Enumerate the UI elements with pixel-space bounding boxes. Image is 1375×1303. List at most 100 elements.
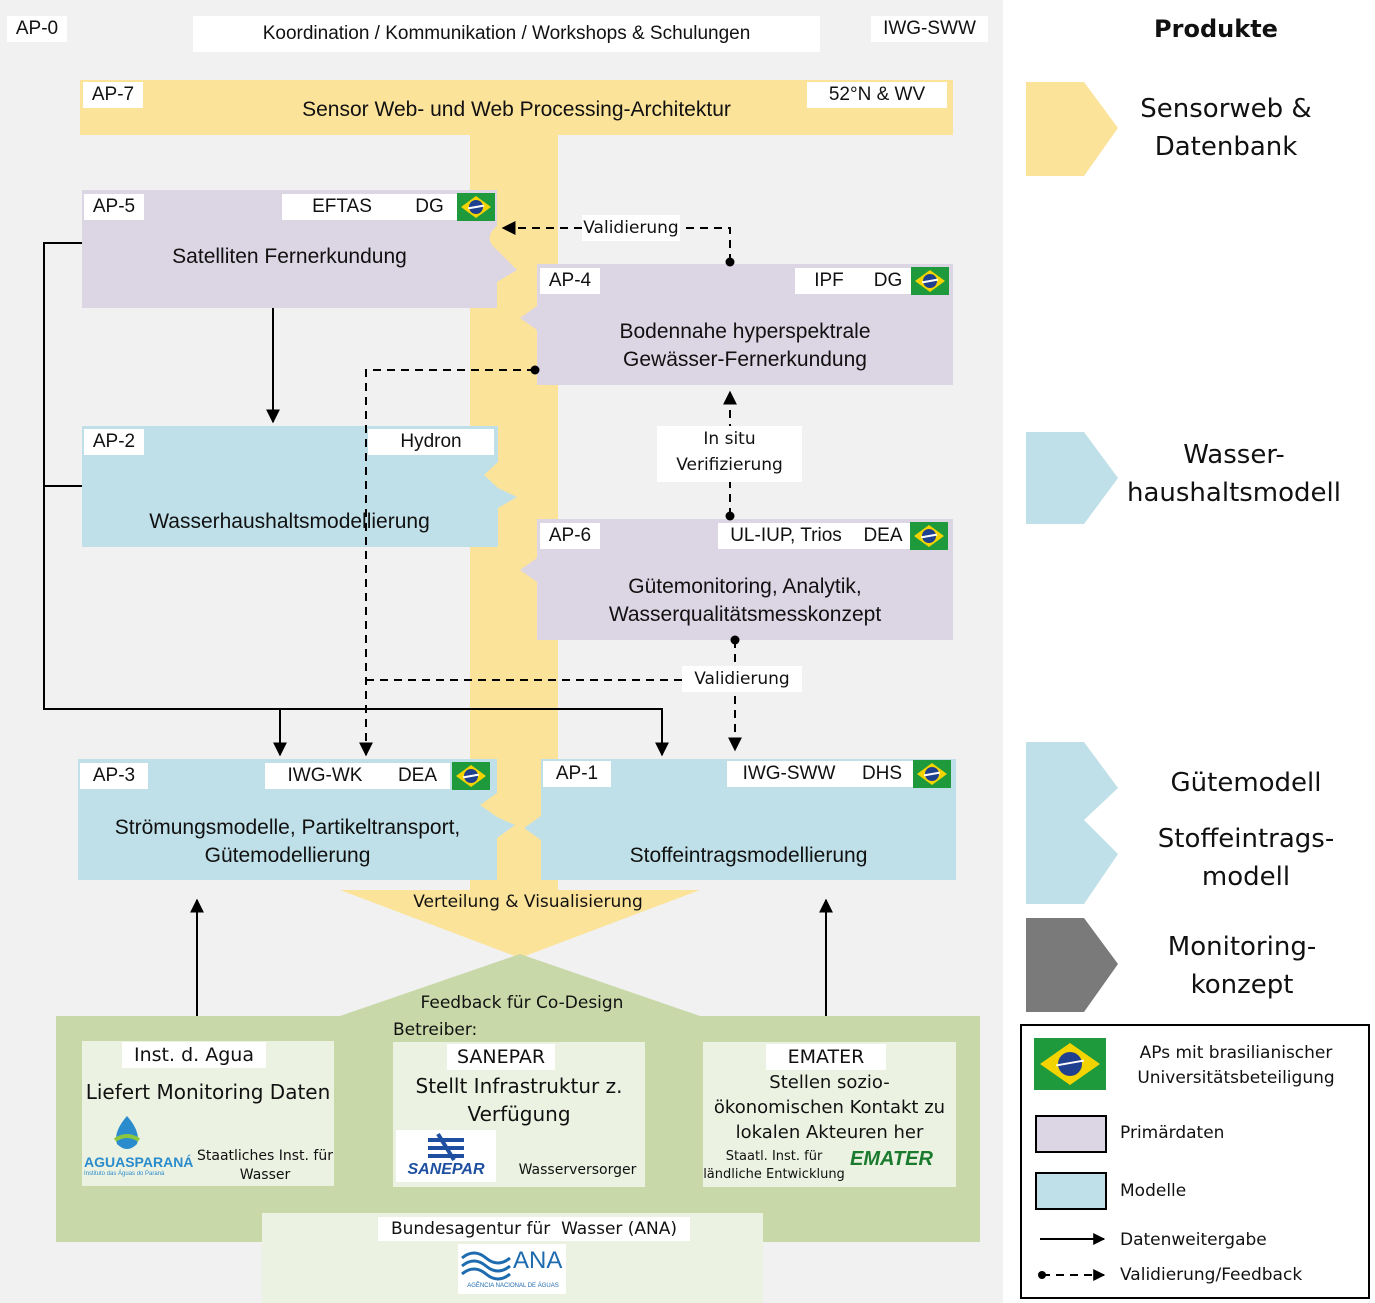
- ap3-box: [78, 759, 515, 880]
- brazil-flag-icon: [452, 762, 490, 790]
- product-sensorweb-line1: Sensorweb &: [1140, 94, 1312, 124]
- org-ana-name: Bundesagentur für Wasser (ANA): [378, 1217, 690, 1241]
- in-situ-line1: In situ: [703, 429, 756, 449]
- ap3-partner-dea: DEA: [385, 763, 450, 789]
- ap0-partner: IWG-SWW: [871, 16, 988, 42]
- product-arrow-monitoring: [1026, 918, 1118, 1012]
- ap0-id: AP-0: [7, 16, 67, 42]
- legend-models-swatch: [1035, 1172, 1107, 1210]
- legend-flag-line1: APs mit brasilianischer: [1139, 1043, 1333, 1063]
- org-emater-desc-line1: Stellen sozio-: [769, 1072, 890, 1093]
- ap1-partner-dhs: DHS: [851, 761, 913, 787]
- ap4-title-line1: Bodennahe hyperspektrale: [619, 320, 871, 343]
- validation-dots: [530, 257, 740, 645]
- org-agua-logo: AGUASPARANÁ: [84, 1154, 194, 1170]
- product-wasserhaushalt-line2: haushaltsmodell: [1127, 478, 1341, 508]
- data-flow-lines: [43, 242, 833, 1016]
- ap6-partner-ul-iup: UL-IUP, Trios: [718, 523, 854, 549]
- brazil-flag-icon: [1034, 1038, 1106, 1090]
- distribution-label: Verteilung & Visualisierung: [413, 892, 643, 912]
- ap6-title-line2: Wasserqualitätsmesskonzept: [608, 603, 882, 626]
- org-emater-name: EMATER: [766, 1044, 886, 1070]
- products-header: Produkte: [1154, 15, 1278, 43]
- ap6-box: [520, 519, 953, 640]
- legend-primary-label: Primärdaten: [1120, 1123, 1225, 1143]
- product-sensorweb-line2: Datenbank: [1154, 132, 1298, 162]
- org-ana-logo: ANA: [513, 1247, 563, 1274]
- ap5-title: Satelliten Fernerkundung: [172, 245, 407, 268]
- ap5-id: AP-5: [84, 194, 144, 220]
- product-guetemodell: Gütemodell: [1170, 768, 1322, 798]
- ap0-title: Koordination / Kommunikation / Workshops…: [193, 16, 820, 52]
- product-stoffeintrag-line1: Stoffeintrags-: [1157, 824, 1335, 854]
- org-emater-logo: EMATER: [850, 1148, 933, 1170]
- ap7-id: AP-7: [83, 82, 143, 108]
- validierung-label-top: Validierung: [582, 215, 680, 241]
- legend-validation-label: Validierung/Feedback: [1120, 1265, 1303, 1285]
- org-agua-type-line1: Staatliches Inst. für: [197, 1148, 333, 1164]
- ap1-box: [524, 759, 956, 880]
- feedback-triangle: [340, 954, 700, 1016]
- distribution-arrow: [340, 890, 700, 958]
- ap2-id: AP-2: [84, 429, 144, 455]
- operators-label: Betreiber:: [393, 1020, 478, 1040]
- in-situ-line2: Verifizierung: [676, 455, 783, 475]
- ap1-id: AP-1: [543, 761, 611, 787]
- ap7-partner: 52°N & WV: [807, 82, 947, 108]
- brazil-flag-icon: [911, 267, 949, 295]
- org-emater-type-line1: Staatl. Inst. für: [725, 1149, 823, 1164]
- in-situ-label: In situ Verifizierung: [657, 426, 802, 482]
- org-ana-logo-sub: AGÊNCIA NACIONAL DE ÁGUAS: [467, 1283, 559, 1289]
- legend-data-flow-label: Datenweitergabe: [1120, 1230, 1267, 1250]
- ap5-partner-dg: DG: [402, 194, 457, 220]
- validierung-label-mid: Validierung: [682, 666, 802, 692]
- org-agua-type-line2: Wasser: [239, 1167, 291, 1183]
- legend-line-icons: [1038, 1233, 1106, 1281]
- ap7-title: Sensor Web- und Web Processing-Architekt…: [302, 98, 731, 121]
- legend-flag-line2: Universitätsbeteiligung: [1137, 1068, 1335, 1088]
- org-emater-type-line2: ländliche Entwicklung: [703, 1167, 845, 1182]
- org-sanepar-desc-line2: Verfügung: [467, 1102, 571, 1126]
- org-agua-desc: Liefert Monitoring Daten: [85, 1080, 331, 1104]
- org-agua-name: Inst. d. Agua: [122, 1042, 266, 1068]
- org-emater-desc-line2: ökonomischen Kontakt zu: [713, 1097, 946, 1118]
- product-monitoring-line1: Monitoring-: [1167, 932, 1317, 962]
- ap3-title-line2: Gütemodellierung: [204, 844, 371, 867]
- org-emater-desc-line3: lokalen Akteuren her: [735, 1122, 924, 1143]
- product-wasserhaushalt-line1: Wasser-: [1183, 440, 1285, 470]
- org-sanepar-logo: SANEPAR: [407, 1161, 485, 1178]
- brazil-flag-icon: [457, 193, 495, 221]
- product-stoffeintrag-line2: modell: [1201, 862, 1291, 892]
- ap3-partner-iwg-wk: IWG-WK: [265, 763, 385, 789]
- brazil-flag-icon: [910, 522, 948, 550]
- legend-primary-swatch: [1035, 1115, 1107, 1153]
- ap6-partner-dea: DEA: [854, 523, 912, 549]
- aguasparana-logo-icon: [113, 1116, 141, 1149]
- ap3-id: AP-3: [80, 763, 148, 789]
- ap2-partner-hydron: Hydron: [368, 429, 494, 455]
- product-arrow-wasserhaushalt: [1026, 432, 1118, 524]
- org-sanepar-name: SANEPAR: [447, 1044, 555, 1070]
- org-sanepar-type: Wasserversorger: [518, 1162, 637, 1178]
- ap4-partner-dg: DG: [863, 268, 913, 294]
- ap4-partner-ipf: IPF: [795, 268, 863, 294]
- feedback-label: Feedback für Co-Design: [420, 993, 624, 1013]
- brazil-flag-icon: [913, 760, 951, 788]
- ap1-partner-iwg-sww: IWG-SWW: [727, 761, 851, 787]
- ap2-title: Wasserhaushaltsmodellierung: [149, 510, 430, 533]
- ap3-title-line1: Strömungsmodelle, Partikeltransport,: [114, 816, 461, 839]
- ap6-id: AP-6: [540, 523, 600, 549]
- ap4-box: [520, 264, 953, 385]
- ap5-partner-eftas: EFTAS: [282, 194, 402, 220]
- org-agua-logo-sub: Instituto das Águas do Paraná: [84, 1171, 165, 1177]
- sanepar-logo-icon: [428, 1132, 464, 1162]
- product-arrow-sensorweb: [1026, 82, 1118, 176]
- org-sanepar-desc-line1: Stellt Infrastruktur z.: [415, 1074, 623, 1098]
- product-arrow-guete-stoffeintrag: [1026, 742, 1118, 904]
- ana-logo-icon: [461, 1251, 511, 1281]
- ap6-title-line1: Gütemonitoring, Analytik,: [628, 575, 862, 598]
- legend-models-label: Modelle: [1120, 1181, 1187, 1201]
- ap4-id: AP-4: [540, 268, 600, 294]
- ap1-title: Stoffeintragsmodellierung: [629, 844, 868, 867]
- product-monitoring-line2: konzept: [1190, 970, 1294, 1000]
